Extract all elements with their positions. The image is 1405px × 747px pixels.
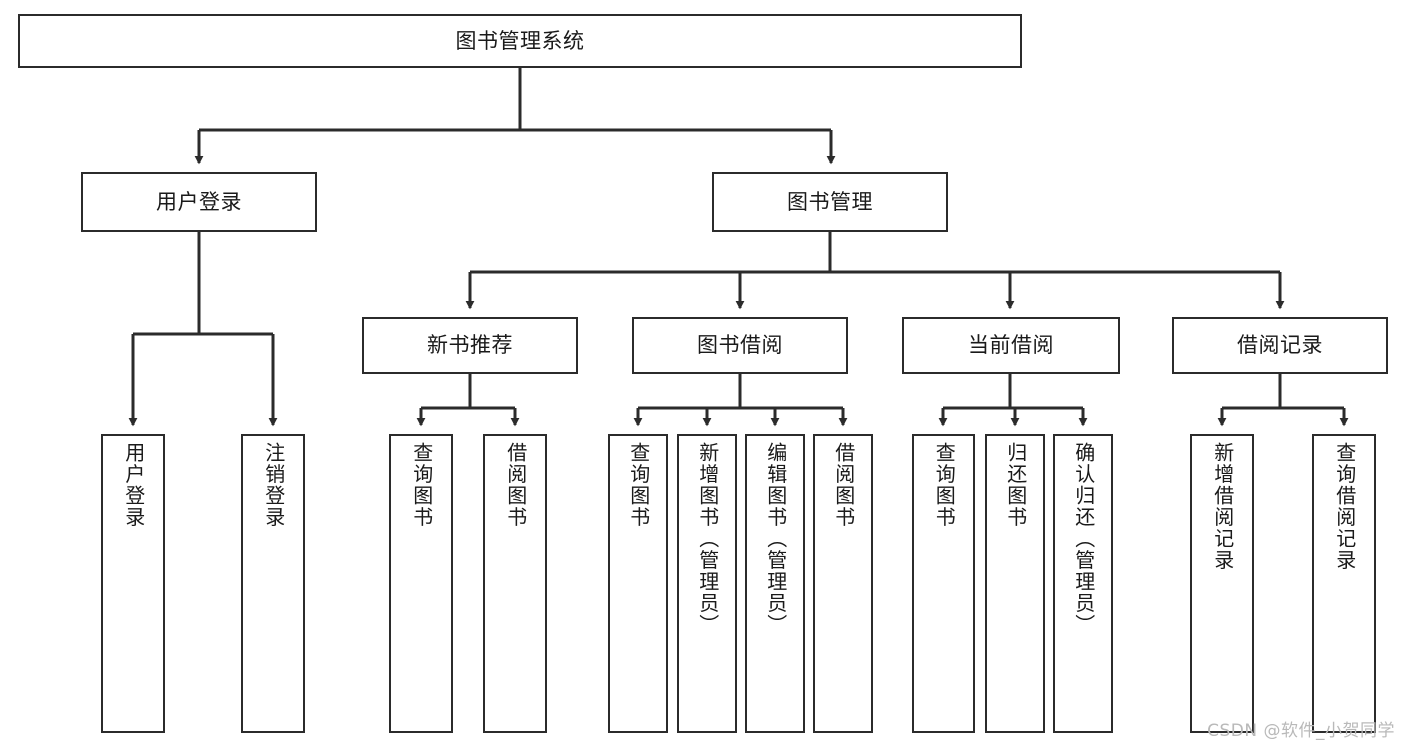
node-leaf-user-login[interactable]: 用户登录 (101, 434, 165, 733)
node-leaf-borrow-book-2-label: 借阅图书 (831, 442, 856, 528)
node-leaf-confirm-return-admin-label: 确认归还（管理员） (1071, 442, 1096, 636)
node-leaf-borrow-book-2[interactable]: 借阅图书 (813, 434, 873, 733)
node-leaf-edit-book-admin-label: 编辑图书（管理员） (763, 442, 788, 636)
node-user-login-label: 用户登录 (156, 189, 242, 214)
node-borrow-record-label: 借阅记录 (1237, 333, 1323, 358)
node-new-book-recommend-label: 新书推荐 (427, 333, 513, 358)
node-book-borrow-label: 图书借阅 (697, 333, 783, 358)
node-leaf-query-book-2-label: 查询图书 (626, 442, 651, 528)
node-leaf-return-book[interactable]: 归还图书 (985, 434, 1045, 733)
node-leaf-add-borrow-record-label: 新增借阅记录 (1210, 442, 1235, 571)
node-new-book-recommend[interactable]: 新书推荐 (362, 317, 578, 374)
node-leaf-add-book-admin-label: 新增图书（管理员） (695, 442, 720, 636)
node-leaf-edit-book-admin[interactable]: 编辑图书（管理员） (745, 434, 805, 733)
node-borrow-record[interactable]: 借阅记录 (1172, 317, 1388, 374)
node-leaf-query-borrow-record[interactable]: 查询借阅记录 (1312, 434, 1376, 733)
node-leaf-add-book-admin[interactable]: 新增图书（管理员） (677, 434, 737, 733)
node-book-borrow[interactable]: 图书借阅 (632, 317, 848, 374)
csdn-watermark: CSDN @软件_小贺同学 (1207, 721, 1395, 741)
node-leaf-borrow-book-1[interactable]: 借阅图书 (483, 434, 547, 733)
node-leaf-query-borrow-record-label: 查询借阅记录 (1332, 442, 1357, 571)
node-leaf-user-login-label: 用户登录 (121, 442, 146, 528)
node-user-login[interactable]: 用户登录 (81, 172, 317, 232)
node-leaf-query-book-2[interactable]: 查询图书 (608, 434, 668, 733)
node-root-label: 图书管理系统 (455, 28, 585, 53)
node-leaf-borrow-book-1-label: 借阅图书 (503, 442, 528, 528)
node-root[interactable]: 图书管理系统 (18, 14, 1022, 68)
node-leaf-query-book-1-label: 查询图书 (409, 442, 434, 528)
node-book-manage-label: 图书管理 (787, 189, 873, 214)
node-current-borrow-label: 当前借阅 (968, 333, 1054, 358)
node-book-manage[interactable]: 图书管理 (712, 172, 948, 232)
node-leaf-logout-label: 注销登录 (261, 442, 286, 528)
node-current-borrow[interactable]: 当前借阅 (902, 317, 1120, 374)
node-leaf-query-book-3-label: 查询图书 (932, 442, 957, 528)
node-leaf-confirm-return-admin[interactable]: 确认归还（管理员） (1053, 434, 1113, 733)
node-leaf-logout[interactable]: 注销登录 (241, 434, 305, 733)
node-leaf-query-book-3[interactable]: 查询图书 (912, 434, 975, 733)
node-leaf-return-book-label: 归还图书 (1003, 442, 1028, 528)
node-leaf-query-book-1[interactable]: 查询图书 (389, 434, 453, 733)
node-leaf-add-borrow-record[interactable]: 新增借阅记录 (1190, 434, 1254, 733)
